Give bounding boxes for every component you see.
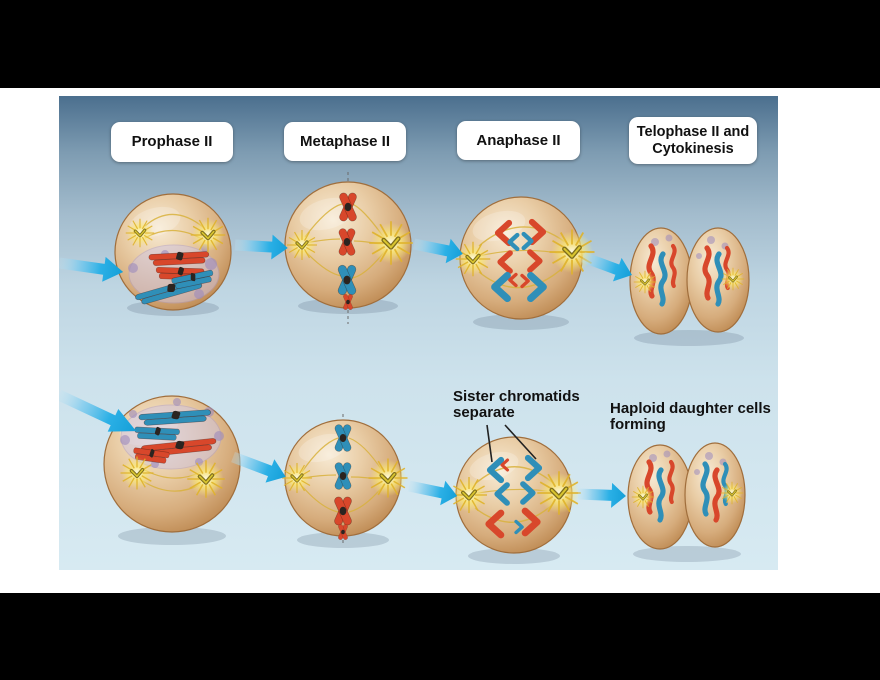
- nuclear-speckles: [649, 450, 727, 475]
- spindle-fibers: [301, 437, 384, 513]
- cell-prophase2-bottom: [103, 395, 241, 545]
- stage-card-prophase-2: Prophase II: [111, 122, 233, 162]
- flow-arrow-anaphase-to-telophase-row2: [577, 481, 627, 509]
- stage-card-telophase-2-cytokinesis: Telophase II and Cytokinesis: [629, 117, 757, 164]
- figure-canvas: Prophase II Metaphase II Anaphase II Tel…: [0, 88, 880, 593]
- annotation-line: Haploid daughter cells: [610, 400, 771, 417]
- stage-card-metaphase-2: Metaphase II: [284, 122, 406, 161]
- cell-telophase2-bottom: [627, 442, 746, 562]
- cell-metaphase2-top: [284, 172, 413, 324]
- stage-card-anaphase-2: Anaphase II: [457, 121, 580, 160]
- stage-label: Metaphase II: [299, 132, 391, 150]
- stage-label: Anaphase II: [476, 131, 561, 149]
- nuclear-speckles: [651, 234, 729, 259]
- bottom-letterbox-bar: [0, 593, 880, 680]
- diagram-panel: Prophase II Metaphase II Anaphase II Tel…: [59, 96, 778, 570]
- stage-label: Telophase II and: [636, 123, 750, 140]
- flow-arrow-metaphase-to-anaphase-row2: [406, 473, 460, 509]
- cell-telophase2-top: [629, 227, 750, 346]
- stage-label: Prophase II: [131, 133, 213, 151]
- top-letterbox-bar: [0, 0, 880, 88]
- annotation-haploid-daughter-cells: Haploid daughter cells forming: [610, 400, 771, 434]
- annotation-line: forming: [610, 416, 666, 434]
- annotation-pointer-line: [504, 424, 537, 460]
- annotation-line: Sister chromatids: [453, 388, 580, 405]
- flow-arrow-prophase-to-metaphase-row1: [234, 232, 289, 261]
- diagram-artwork: [59, 172, 750, 564]
- stage-label-line2: Cytokinesis: [652, 140, 734, 157]
- annotation-sister-chromatids: Sister chromatids separate: [453, 388, 580, 422]
- cell-anaphase2-top: [453, 196, 595, 330]
- annotation-line: separate: [453, 404, 515, 422]
- cell-metaphase2-bottom: [280, 414, 408, 548]
- cell-prophase2-top: [114, 193, 232, 316]
- cell-anaphase2-bottom: [449, 436, 581, 564]
- annotation-pointer-lines: [486, 424, 537, 463]
- annotation-pointer-line: [486, 424, 493, 463]
